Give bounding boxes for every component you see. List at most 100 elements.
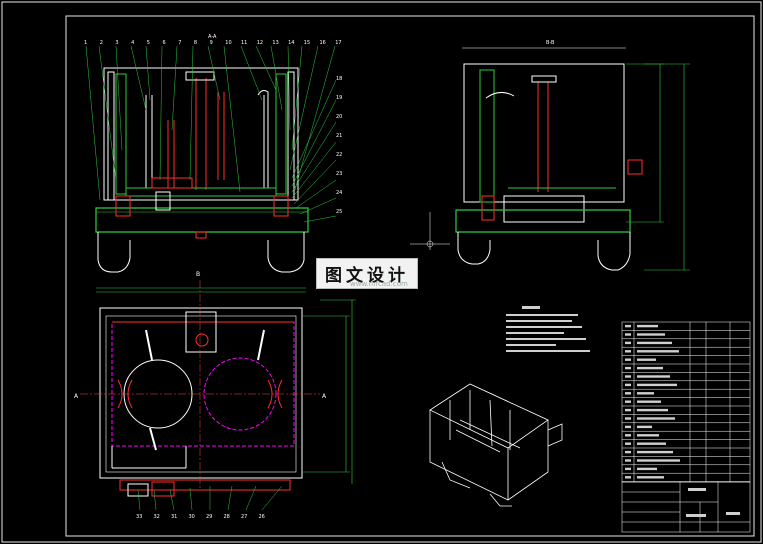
note-line <box>506 344 556 346</box>
table-cell-number <box>625 375 631 378</box>
table-cell-number <box>625 417 631 420</box>
part-number-label: 28 <box>224 514 230 520</box>
part-number-label: 26 <box>259 514 265 520</box>
table-cell-number <box>625 383 631 387</box>
center-mark <box>426 240 434 248</box>
part-number-label: 30 <box>189 514 195 520</box>
iso-left-face <box>429 410 509 501</box>
table-cell-number <box>625 341 631 345</box>
table-cell-text <box>637 425 652 429</box>
table-cell-number <box>625 425 631 429</box>
motor-block <box>127 483 149 497</box>
side-box <box>503 195 585 223</box>
part-number-label: 21 <box>336 133 342 139</box>
table-cell-number <box>625 400 631 403</box>
iso-feet <box>441 461 512 507</box>
side-section-view: B-B <box>410 40 690 271</box>
part-number-label: 5 <box>147 40 150 46</box>
title-block-grid <box>622 482 750 532</box>
top-dim-width <box>96 287 306 293</box>
part-number-label: 19 <box>336 95 342 101</box>
note-line <box>506 332 564 334</box>
table-cell-text <box>637 366 663 370</box>
bottom-leaders <box>137 485 283 511</box>
part-number-label: 2 <box>100 40 103 46</box>
table-cell-text <box>637 459 680 462</box>
drawing-number-text <box>686 514 706 517</box>
table-cell-text <box>637 476 664 479</box>
part-number-label: 20 <box>336 114 342 120</box>
part-number-label: 22 <box>336 152 342 158</box>
tank-outline <box>103 67 299 201</box>
iso-valve <box>547 423 563 447</box>
platform <box>125 187 277 197</box>
clamp-block <box>151 177 193 189</box>
side-right-foot <box>597 232 631 271</box>
note-line <box>506 350 590 352</box>
part-number-label: 1 <box>84 40 87 46</box>
right-foot <box>267 232 305 273</box>
table-cell-text <box>637 358 656 361</box>
table-cell-text <box>637 392 654 395</box>
parts-table-text <box>625 324 680 479</box>
iso-platform <box>455 419 521 453</box>
part-number-label: 32 <box>154 514 160 520</box>
left-fitting <box>115 195 131 217</box>
table-cell-text <box>637 333 665 336</box>
table-cell-text <box>637 375 670 378</box>
technical-notes <box>506 306 590 352</box>
pipe-left <box>145 95 153 188</box>
top-flange <box>185 71 215 81</box>
pipe-red-1 <box>167 120 175 188</box>
notes-heading <box>522 306 540 309</box>
side-flange <box>531 75 557 83</box>
table-cell-text <box>637 417 675 420</box>
side-pipe <box>485 92 515 99</box>
watermark: 图文设计 <box>316 257 458 289</box>
cut-marker-top: B <box>196 271 200 278</box>
part-number-label: 6 <box>163 40 166 46</box>
side-left-foot <box>457 232 491 265</box>
bottom-rail <box>119 479 291 491</box>
side-total-dim <box>644 63 690 271</box>
table-cell-number <box>625 467 631 471</box>
side-height-dim <box>626 63 664 223</box>
front-section-label: A-A <box>208 34 217 40</box>
part-number-label: 11 <box>241 40 247 46</box>
iso-internals <box>449 390 511 450</box>
parts-list-table <box>621 321 751 483</box>
left-rod <box>115 73 127 195</box>
top-depth-dim <box>302 315 350 473</box>
table-cell-text <box>637 450 673 454</box>
side-tank-outline <box>463 63 625 203</box>
top-bracket <box>185 311 217 353</box>
cut-marker-left: A <box>74 393 79 400</box>
note-line <box>506 326 582 328</box>
center-shaft <box>195 78 207 190</box>
top-pipes <box>145 329 265 451</box>
drain-plug <box>195 231 207 239</box>
part-number-label: 13 <box>272 40 278 46</box>
part-number-label: 4 <box>131 40 134 46</box>
pipe-red-2 <box>217 92 225 180</box>
table-cell-text <box>637 383 677 387</box>
right-rod <box>275 73 287 195</box>
isometric-view <box>429 383 563 507</box>
left-foot <box>97 232 131 273</box>
title-text <box>688 488 706 491</box>
table-cell-text <box>637 400 661 403</box>
gear-block <box>151 481 175 497</box>
note-line <box>506 314 578 316</box>
iso-right-face <box>507 420 549 501</box>
side-valve <box>627 159 643 175</box>
part-number-label: 25 <box>336 209 342 215</box>
part-number-label: 27 <box>241 514 247 520</box>
base-plate <box>95 207 309 233</box>
iso-top-face <box>429 383 549 449</box>
note-line <box>506 320 572 322</box>
